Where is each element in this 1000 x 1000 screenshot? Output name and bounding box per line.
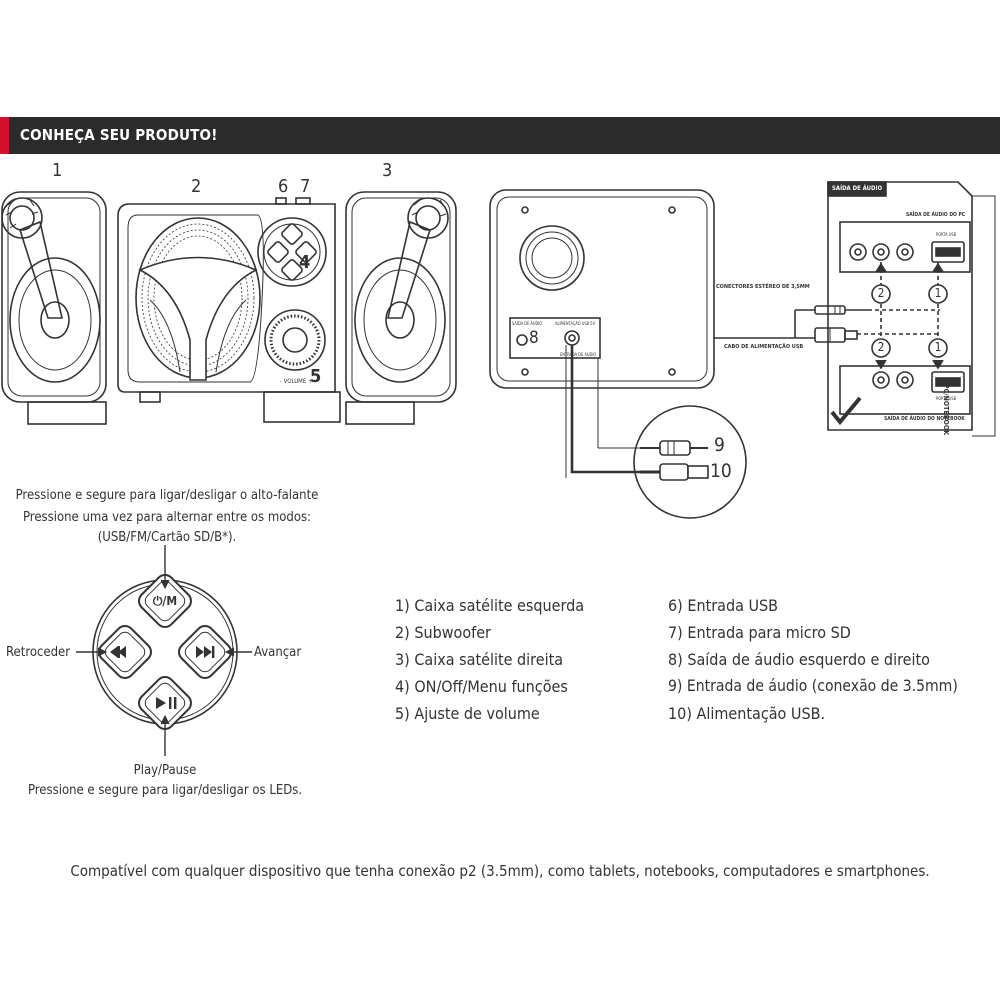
compatibility-note: Compatível com qualquer dispositivo que … [70,862,930,880]
stereo-plug-top [814,305,868,315]
marker-1-top: 1 [934,286,942,300]
legend-left-1: 1) Caixa satélite esquerda [395,596,585,615]
legend-right-6: 6) Entrada USB [668,596,779,615]
control-buttons-detail [76,545,252,756]
marker-1-bottom: 1 [934,340,942,354]
legend-right-8: 8) Saída de áudio esquerdo e direito [668,650,930,669]
instruction-mode-switch: Pressione uma vez para alternar entre os… [22,510,312,525]
label-number-4: 4 [299,252,311,273]
legend-left-5: 5) Ajuste de volume [395,704,540,723]
button-glyphs [110,646,215,709]
instruction-hold-leds: Pressione e segure para ligar/desligar o… [27,783,303,798]
legend-right-9: 9) Entrada de áudio (conexão de 3.5mm) [668,677,958,695]
rewind-label: Retroceder [6,645,71,660]
label-number-2: 2 [191,176,202,197]
jack-label-usb-power: ALIMENTAÇÃO USB 5V [555,321,596,326]
left-satellite-speaker [1,191,107,425]
jack-label-audio-in: ENTRADA DE ÁUDIO [560,352,597,357]
usb-power-cable-label: CABO DE ALIMENTAÇÃO USB [724,344,804,350]
label-number-3: 3 [382,160,393,181]
legend-left-3: 3) Caixa satélite direita [395,650,564,669]
label-number-7: 7 [300,176,311,197]
usb-port-label-pc: PORTA USB [936,232,957,237]
notebook-audio-label: SAÍDA DE ÁUDIO DO NOTEBOOK [884,416,965,422]
instruction-modes: (USB/FM/Cartão SD/B*). [97,530,237,545]
audio-output-panel [827,181,996,437]
play-pause-label: Play/Pause [133,763,197,778]
subwoofer-back-panel [489,189,815,478]
pc-audio-label: SAÍDA DE ÁUDIO DO PC [906,212,966,218]
power-button-label: ⏻/M [152,594,178,608]
volume-label: - VOLUME + [280,378,313,385]
header-accent [0,117,9,154]
marker-2-top: 2 [877,286,885,300]
panel-side-label: PC/NOTEBOOK [942,384,950,436]
stereo-connectors-label: CONECTORES ESTÉREO DE 3,5MM [716,284,810,290]
legend-left-2: 2) Subwoofer [395,623,491,642]
label-number-1: 1 [52,160,63,181]
section-header: CONHEÇA SEU PRODUTO! [0,117,1000,154]
usb-port-label-notebook: PORTA USB [936,396,957,401]
instruction-hold-power: Pressione e segure para ligar/desligar o… [15,488,319,503]
label-number-8: 8 [529,328,539,348]
label-number-9: 9 [714,434,725,456]
marker-2-bottom: 2 [877,340,885,354]
right-satellite-speaker [345,191,457,425]
audio-panel-title: SAÍDA DE ÁUDIO [832,185,883,192]
connector-detail-circle [633,405,747,519]
label-number-6: 6 [278,176,289,197]
legend-left-4: 4) ON/Off/Menu funções [395,677,568,696]
label-number-5: 5 [310,366,322,387]
subwoofer [117,197,341,423]
usb-plug [814,327,858,343]
label-number-10: 10 [710,460,732,482]
legend-right-10: 10) Alimentação USB. [668,704,826,723]
forward-label: Avançar [254,645,302,660]
section-title: CONHEÇA SEU PRODUTO! [20,126,218,144]
jack-label-audio-out: SAÍDA DE ÁUDIO [512,321,543,326]
legend-right-7: 7) Entrada para micro SD [668,623,851,642]
